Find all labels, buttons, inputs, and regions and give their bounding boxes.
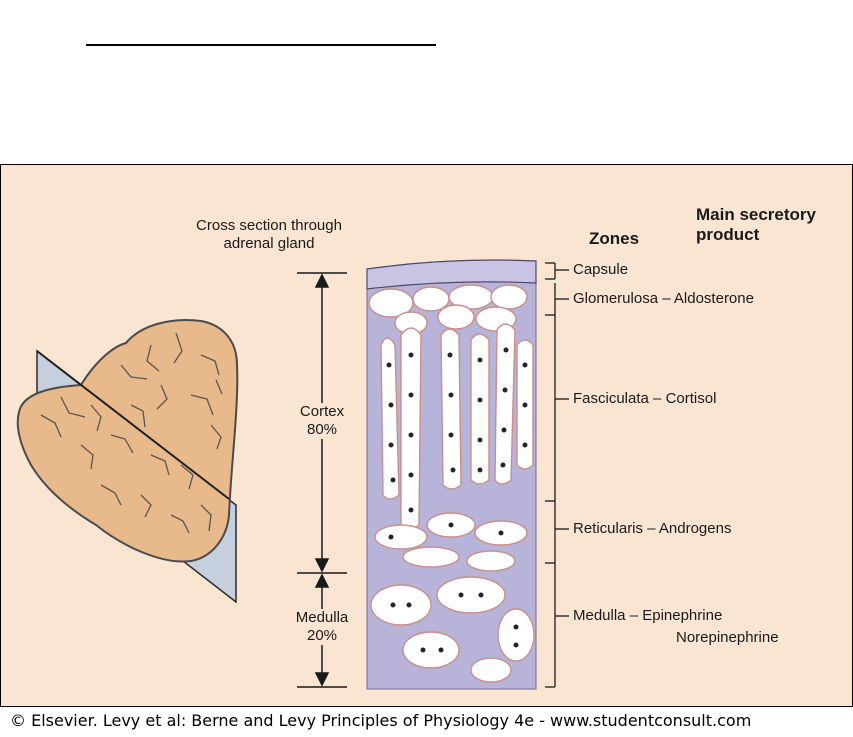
- zone-medulla-name: Medulla: [573, 607, 626, 624]
- zone-capsule-name: Capsule: [573, 261, 628, 278]
- top-rule: [86, 44, 436, 46]
- zone-brackets: [545, 263, 569, 687]
- caption-bar: © Elsevier. Levy et al: Berne and Levy P…: [0, 706, 853, 737]
- cortex-label: Cortex 80%: [287, 403, 357, 439]
- zone-capsule: Capsule: [573, 261, 628, 279]
- zone-fasciculata-product: Cortisol: [666, 390, 717, 407]
- zone-glomerulosa: Glomerulosa – Aldosterone: [573, 290, 754, 308]
- zone-reticularis: Reticularis – Androgens: [573, 520, 731, 538]
- adrenal-figure: Cross section through adrenal gland Zone…: [0, 164, 853, 708]
- medulla-line1: Medulla: [287, 609, 357, 627]
- zone-reticularis-product: Androgens: [659, 520, 732, 537]
- zones-header: Zones: [589, 229, 639, 249]
- product-header-line2: product: [696, 225, 816, 245]
- figure-graphics: [1, 165, 852, 707]
- zone-glomerulosa-name: Glomerulosa: [573, 290, 658, 307]
- zone-medulla-product-2: Norepinephrine: [676, 629, 779, 647]
- medulla-proportion-label: Medulla 20%: [287, 609, 357, 645]
- zone-fasciculata-name: Fasciculata: [573, 390, 649, 407]
- zone-glomerulosa-product: Aldosterone: [674, 290, 754, 307]
- cross-section-line1: Cross section through: [169, 217, 369, 235]
- product-header: Main secretory product: [696, 205, 816, 245]
- zone-reticularis-name: Reticularis: [573, 520, 643, 537]
- cross-section-label: Cross section through adrenal gland: [169, 217, 369, 253]
- zone-medulla: Medulla – Epinephrine: [573, 607, 722, 625]
- cortex-line1: Cortex: [287, 403, 357, 421]
- cross-section-line2: adrenal gland: [169, 235, 369, 253]
- zone-medulla-product: Epinephrine: [642, 607, 722, 624]
- product-header-line1: Main secretory: [696, 205, 816, 225]
- cortex-line2: 80%: [287, 421, 357, 439]
- copyright-caption: © Elsevier. Levy et al: Berne and Levy P…: [10, 711, 751, 730]
- medulla-line2: 20%: [287, 627, 357, 645]
- zone-fasciculata: Fasciculata – Cortisol: [573, 390, 716, 408]
